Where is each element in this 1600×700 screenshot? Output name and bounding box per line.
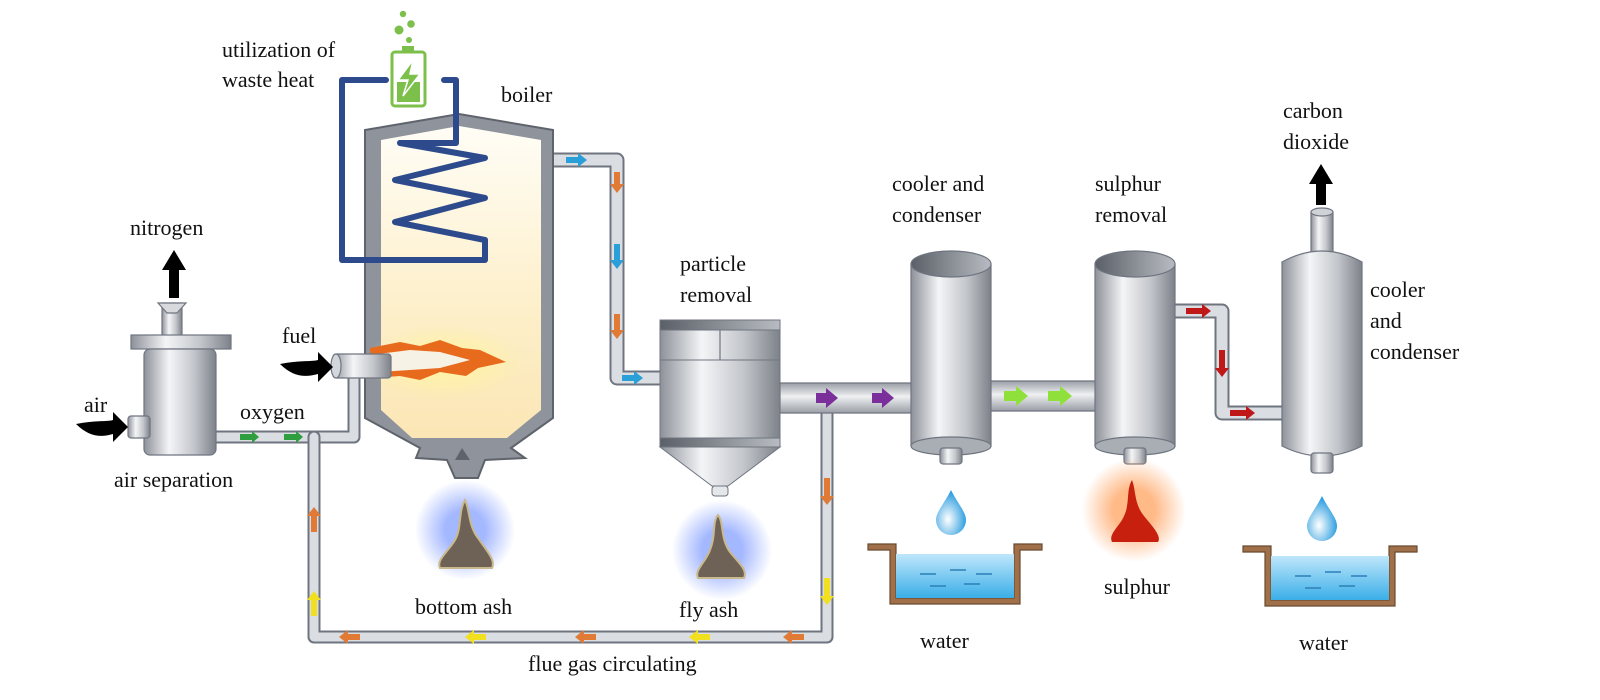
waste-heat-label-line1: utilization of [222,37,336,62]
gas-flow-arrow [1004,386,1028,406]
nitrogen-out-arrow-icon [162,250,186,298]
sulphur-removal-unit [1094,250,1176,465]
flow-arrows [240,153,1255,644]
flue-flow-arrow [566,153,587,167]
flue-flow-arrow [622,371,643,385]
bottom-ash-label: bottom ash [415,594,512,619]
gas-flow-arrow [816,388,838,408]
fuel-in-arrow-icon [280,352,333,382]
flue-gas-outlet-pipe [546,152,670,386]
particle-removal-label-line2: removal [680,282,752,307]
oxygen-pipe [209,363,361,444]
water-label-1: water [920,628,970,653]
sulphur-removal-label-line2: removal [1095,202,1167,227]
nitrogen-label: nitrogen [130,215,203,240]
fly-ash-pile [672,500,772,600]
co2-label-line2: dioxide [1283,129,1349,154]
flue-flow-arrow [610,314,624,339]
air-in-arrow-icon [76,412,128,442]
recirculation-flow-arrow [689,630,710,644]
water-drop-1 [936,490,966,535]
recirculation-flow-arrow [307,507,321,532]
fuel-nozzle [330,353,392,379]
co2-out-arrow-icon [1309,164,1333,205]
battery-icon [390,10,427,108]
boiler-label: boiler [501,82,553,107]
gas-flow-arrow [872,388,894,408]
water-tray-1 [867,543,1043,605]
recirculation-pipe [307,403,834,644]
oxygen-flow-arrow [240,431,259,443]
cooler1-label-line2: condenser [892,202,982,227]
cooler-condenser-1 [910,250,992,465]
recirculation-flow-arrow [783,630,804,644]
recirculation-flow-arrow [339,630,360,644]
bottom-ash-pile [415,480,515,580]
oxygen-flow-arrow [284,431,303,443]
air-separation-unit [127,302,232,456]
recirculation-flow-arrow [820,578,834,605]
cooler-condenser-2 [1281,207,1363,474]
recirculation-flow-arrow [465,630,486,644]
transfer-pipe-3 [1164,303,1290,421]
heat-exchanger-coil [339,77,488,263]
oxygen-label: oxygen [240,399,305,424]
recirculation-flow-arrow [307,591,321,616]
air-label: air [84,392,108,417]
sulphur-pile [1082,458,1186,562]
gas-flow-arrow [1215,350,1229,377]
flue-gas-label: flue gas circulating [528,651,697,676]
labels: utilization of waste heat boiler nitroge… [84,37,1460,676]
co2-label-line1: carbon [1283,98,1343,123]
recirculation-flow-arrow [575,630,596,644]
particle-removal-label-line1: particle [680,251,746,276]
cooler1-label-line1: cooler and [892,171,984,196]
water-tray-2 [1242,545,1418,607]
fuel-label: fuel [282,323,316,348]
flue-flow-arrow [610,244,624,269]
cooler2-label-line3: condenser [1370,339,1460,364]
fly-ash-label: fly ash [679,597,738,622]
gas-flow-arrow [1048,386,1072,406]
gas-flow-arrow [1230,406,1255,420]
sulphur-removal-label-line1: sulphur [1095,171,1162,196]
cooler2-label-line2: and [1370,308,1402,333]
water-label-2: water [1299,630,1349,655]
waste-heat-label-line2: waste heat [222,67,314,92]
boiler [330,77,554,479]
cooler2-label-line1: cooler [1370,277,1426,302]
particle-removal-unit [658,319,782,497]
sulphur-label: sulphur [1104,574,1171,599]
recirculation-flow-arrow [820,478,834,505]
water-drop-2 [1307,496,1337,541]
flue-flow-arrow [610,172,624,193]
air-separation-label: air separation [114,467,233,492]
gas-flow-arrow [1186,304,1211,318]
